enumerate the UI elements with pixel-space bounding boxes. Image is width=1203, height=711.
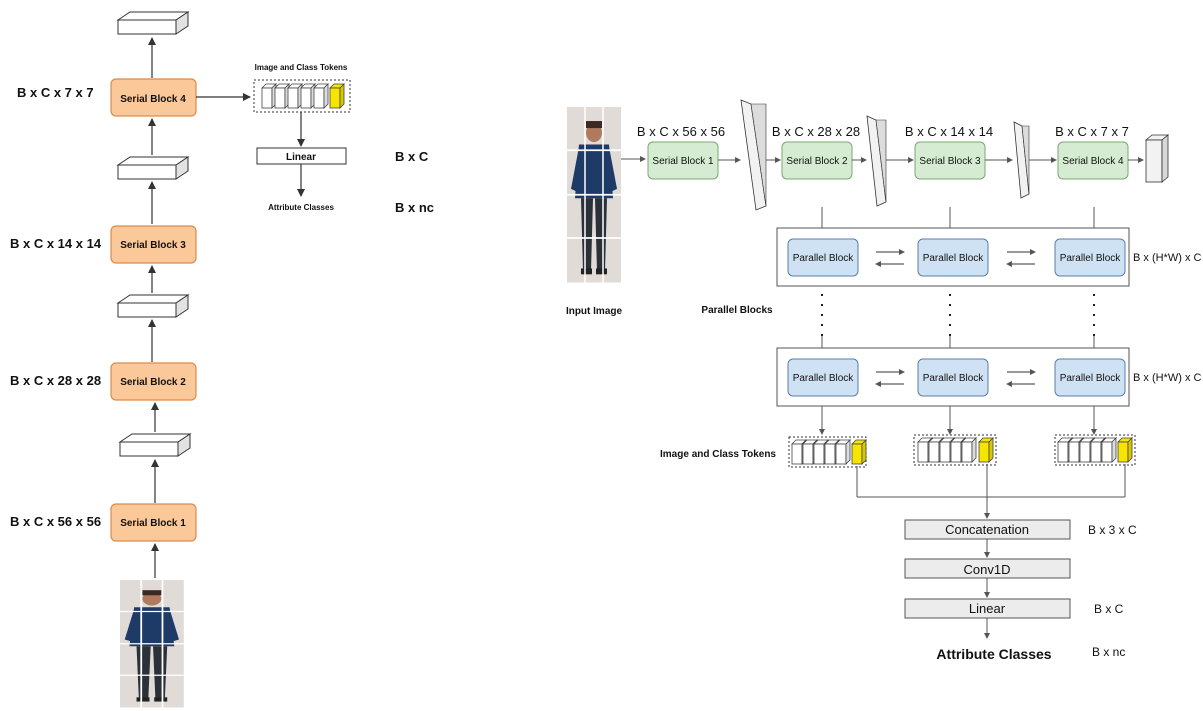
dim-label-2-right: B x C x 28 x 28 [772, 124, 860, 139]
feature-slab-3-left [118, 157, 188, 179]
parallel-block-label: Parallel Block [793, 253, 855, 264]
right-diagram: Input Image B x C x 56 x 56 B x C x 28 x… [566, 100, 1202, 662]
output-dim-left: B x nc [395, 200, 434, 215]
dim-label-2-left: B x C x 28 x 28 [10, 373, 101, 388]
dim-label-1-right: B x C x 56 x 56 [637, 124, 725, 139]
class-token-left [330, 84, 344, 108]
parallel-dim-1: B x (H*W) x C [1133, 252, 1201, 264]
parallel-dim-2: B x (H*W) x C [1133, 372, 1201, 384]
tokens-group-right-1 [789, 437, 866, 467]
serial-block-3-right-label: Serial Block 3 [919, 156, 981, 167]
tokens-label-left: Image and Class Tokens [255, 63, 348, 72]
serial-block-3-left-label: Serial Block 3 [120, 240, 186, 251]
dim-label-1-left: B x C x 56 x 56 [10, 514, 101, 529]
output-label-right: Attribute Classes [936, 646, 1051, 662]
tokens-label-right: Image and Class Tokens [660, 449, 776, 460]
serial-block-2-left-label: Serial Block 2 [120, 377, 186, 388]
linear-dim-left: B x C [395, 149, 429, 164]
parallel-block-label: Parallel Block [923, 373, 985, 384]
linear-label-left: Linear [286, 152, 316, 163]
serial-block-4-left-label: Serial Block 4 [120, 94, 186, 105]
parallel-blocks-caption: Parallel Blocks [701, 305, 773, 316]
dim-label-3-left: B x C x 14 x 14 [10, 236, 102, 251]
linear-label-right: Linear [969, 601, 1006, 616]
dim-label-3-right: B x C x 14 x 14 [905, 124, 993, 139]
serial-block-2-right-label: Serial Block 2 [786, 156, 848, 167]
left-diagram: Serial Block 4 B x C x 7 x 7 Serial Bloc… [10, 12, 434, 708]
tokens-group-right-3 [1055, 435, 1135, 465]
concat-dim: B x 3 x C [1088, 523, 1137, 537]
parallel-block-label: Parallel Block [1060, 373, 1122, 384]
parallel-block-label: Parallel Block [1060, 253, 1122, 264]
linear-dim-right: B x C [1094, 602, 1124, 616]
parallel-block-label: Parallel Block [793, 373, 855, 384]
serial-block-1-right-label: Serial Block 1 [652, 156, 714, 167]
serial-block-4-right-label: Serial Block 4 [1062, 156, 1124, 167]
output-label-left: Attribute Classes [268, 203, 334, 212]
feature-slab-1-left [120, 434, 190, 456]
conv1d-label: Conv1D [964, 562, 1011, 577]
input-image-right [567, 107, 621, 283]
parallel-block-label: Parallel Block [923, 253, 985, 264]
output-dim-right: B x nc [1092, 645, 1125, 659]
dim-label-4-left: B x C x 7 x 7 [17, 85, 94, 100]
dim-label-4-right: B x C x 7 x 7 [1055, 124, 1129, 139]
tokens-group-right-2 [914, 435, 996, 465]
concatenation-label: Concatenation [945, 522, 1029, 537]
feature-slab-2-left [118, 295, 188, 317]
input-image-left [120, 580, 184, 708]
serial-block-1-left-label: Serial Block 1 [120, 518, 186, 529]
output-feature-slab-left [118, 12, 188, 34]
input-image-label: Input Image [566, 306, 623, 317]
